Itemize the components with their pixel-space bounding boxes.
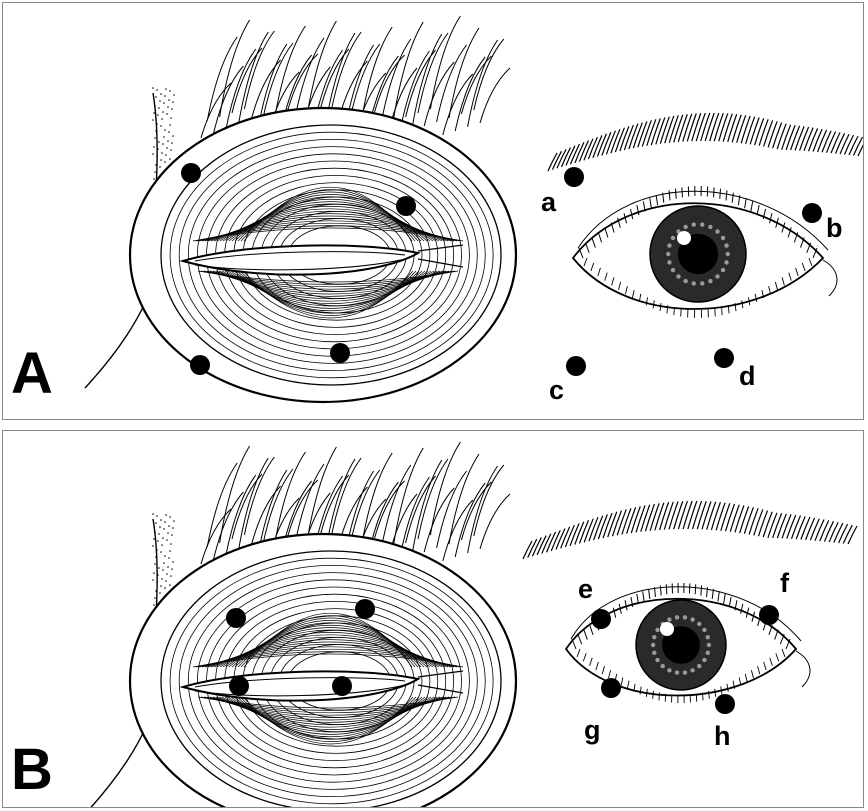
point-dot-b [802,203,822,223]
injection-dot [332,676,352,696]
point-label-g: g [584,717,601,744]
point-label-h: h [714,723,731,750]
panel-b-illustration [3,431,864,808]
injection-dot [355,599,375,619]
point-label-a: a [541,189,556,216]
point-label-c: c [549,377,564,404]
panel-a-illustration [3,3,864,420]
eye-drawing [523,501,857,703]
panel-b: B e f g h [2,430,864,808]
point-dot-c [566,356,586,376]
panel-letter-a: A [11,345,53,403]
point-label-b: b [826,215,843,242]
point-dot-f [759,605,779,625]
injection-dot [190,355,210,375]
injection-dot [226,608,246,628]
point-dot-e [591,609,611,629]
injection-dot [330,343,350,363]
injection-dot [396,196,416,216]
point-dot-h [715,694,735,714]
point-label-d: d [739,363,756,390]
injection-dot [181,163,201,183]
injection-dot [229,676,249,696]
point-label-f: f [780,570,789,597]
point-dot-g [601,678,621,698]
orbicularis-muscle-drawing [85,442,516,808]
point-label-e: e [578,576,593,603]
panel-a: A a b c d [2,2,864,420]
point-dot-a [564,167,584,187]
panel-letter-b: B [11,741,53,799]
point-dot-d [714,348,734,368]
orbicularis-muscle-drawing [85,16,516,402]
